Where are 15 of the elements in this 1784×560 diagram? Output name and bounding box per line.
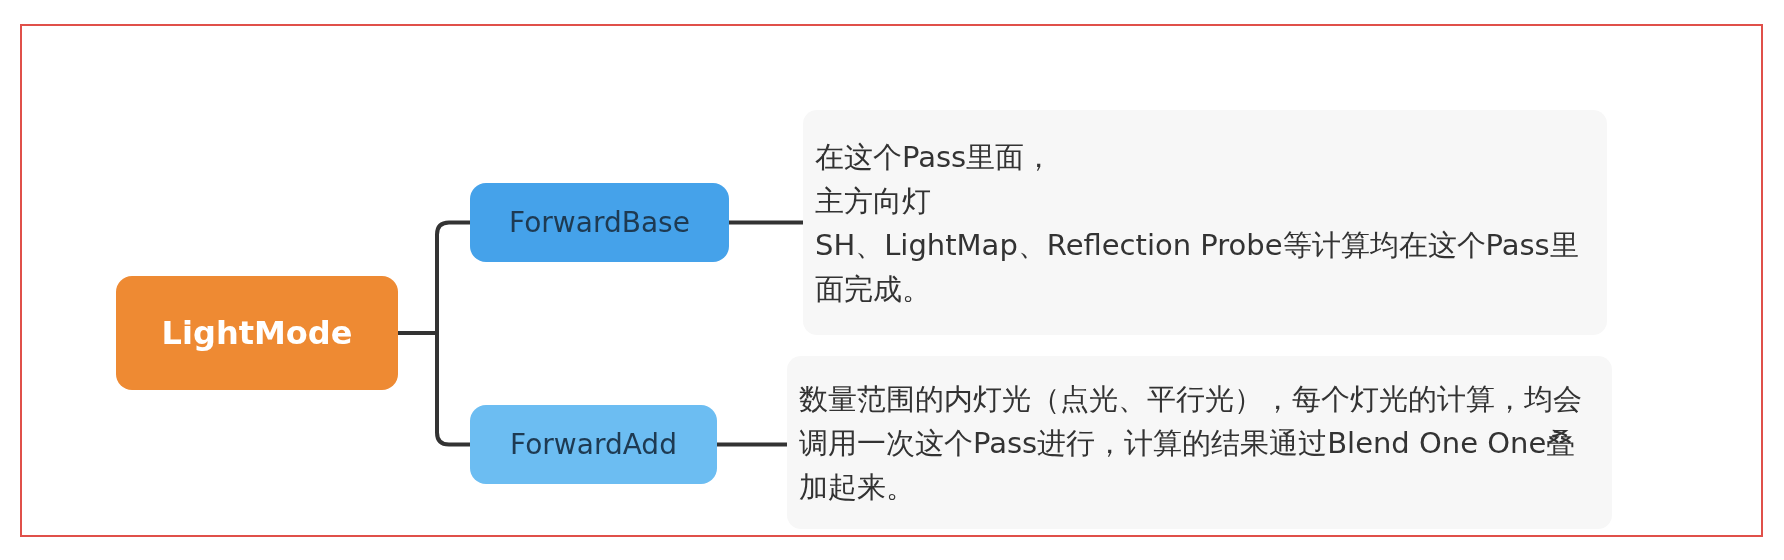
connector-line <box>729 220 803 225</box>
note-text: 数量范围的内灯光（点光、平行光），每个灯光的计算，均会调用一次这个Pass进行，计算的结果通过Blend One One叠加起来。 <box>799 380 1583 506</box>
note-text: 主方向灯 <box>815 182 931 220</box>
topic-box <box>470 183 729 262</box>
note-text: 在这个Pass里面， <box>815 138 1054 176</box>
root-topic <box>116 276 398 390</box>
topic-label: ForwardBase <box>509 206 690 239</box>
topic-label: LightMode <box>161 314 353 352</box>
note-box <box>803 110 1607 335</box>
topic-box <box>470 405 717 484</box>
note-text: SH、LightMap、Reflection Probe等计算均在这个Pass里面完成。 <box>815 226 1580 308</box>
connector-line <box>398 331 470 447</box>
note-box <box>787 356 1612 529</box>
topic-label: ForwardAdd <box>510 428 677 461</box>
connector-line <box>717 442 787 447</box>
